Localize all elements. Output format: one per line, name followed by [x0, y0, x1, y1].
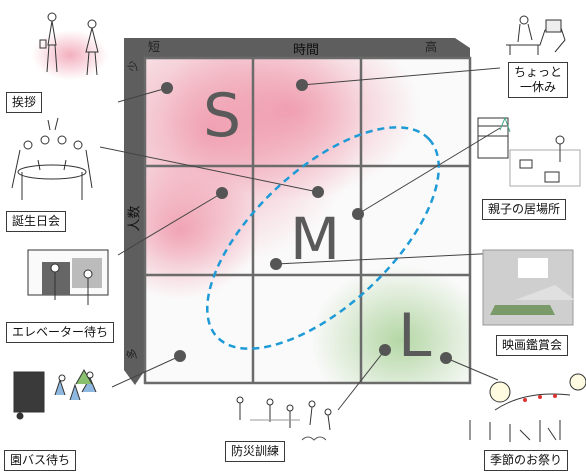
label-greeting: 挨拶 [6, 92, 43, 113]
medium-zone-ellipse [206, 126, 440, 350]
label-movie: 映画鑑賞会 [496, 335, 569, 356]
label-bus: 園バス待ち [4, 450, 77, 471]
label-rest-line2: 一休み [520, 80, 557, 94]
label-parent-child: 親子の居場所 [482, 199, 567, 220]
dot-rest [296, 79, 308, 91]
movie-sketch [482, 249, 575, 326]
parent-child-sketch [477, 116, 581, 187]
label-rest: ちょっと 一休み [508, 62, 569, 98]
dot-festival [440, 352, 452, 364]
dot-elevator [270, 258, 282, 270]
dot-greeting [161, 82, 173, 94]
activity-dots [161, 79, 452, 364]
dot-parent-child-2 [352, 208, 364, 220]
drill-sketch [236, 396, 332, 441]
dot-parent-child [312, 186, 324, 198]
time-axis-title: 時間 [293, 43, 320, 58]
dot-bus [174, 350, 186, 362]
time-axis-arrow [124, 38, 470, 58]
label-birthday: 誕生日会 [6, 211, 67, 232]
bus-sketch [13, 368, 97, 420]
birthday-sketch [11, 117, 93, 200]
zone-small-letter: S [203, 81, 242, 151]
dot-drill [379, 344, 391, 356]
people-axis-low: 少 [126, 60, 140, 72]
festival-sketch [469, 373, 586, 442]
elevator-sketch [27, 249, 109, 305]
greeting-sketch [32, 12, 108, 80]
zone-large-letter: L [398, 301, 432, 371]
label-festival: 季節のお祭り [484, 450, 569, 471]
people-axis-high: 多 [125, 348, 139, 360]
label-rest-line1: ちょっと [514, 65, 563, 79]
pink-field-3 [145, 160, 260, 300]
rest-sketch [506, 15, 566, 55]
people-axis-arrow [124, 38, 145, 385]
time-axis-low: 短 [148, 40, 161, 54]
dot-birthday [216, 187, 228, 199]
label-drill: 防災訓練 [225, 441, 286, 462]
grid-lines [143, 56, 472, 385]
label-elevator: エレベーター待ち [6, 322, 115, 343]
pink-field-2 [160, 58, 420, 200]
leader-lines [99, 67, 501, 411]
zone-medium-letter: M [290, 205, 341, 273]
green-field [310, 265, 470, 383]
time-axis-high: 高 [425, 40, 438, 54]
people-axis-title: 人数 [127, 205, 143, 232]
